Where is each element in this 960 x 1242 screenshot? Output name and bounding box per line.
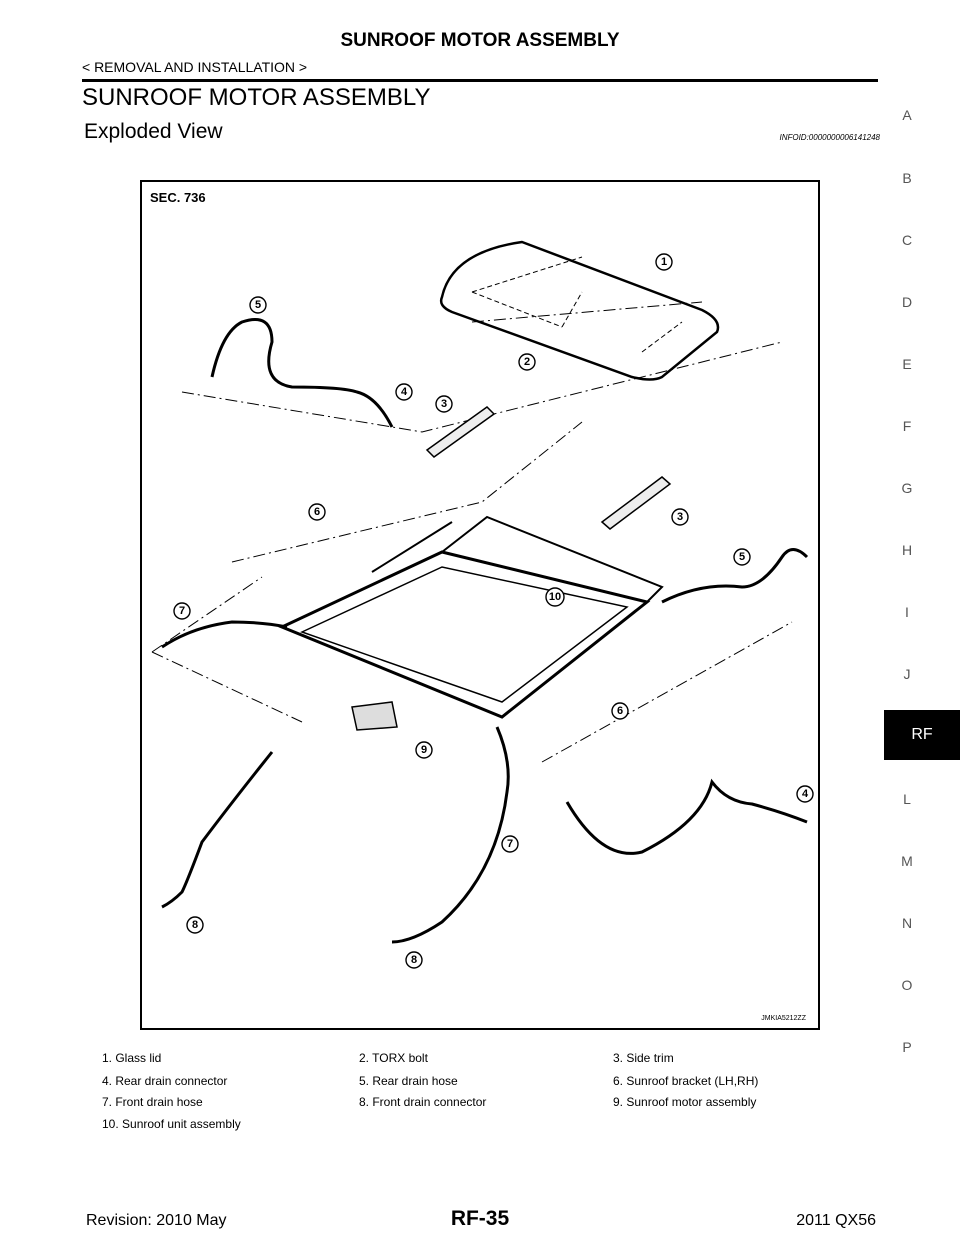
exploded-view-drawing: 1 2 3 3 4 4 5 5 6 6 7 7 8 8 9 10	[151, 240, 814, 969]
model-label: 2011 QX56	[796, 1212, 876, 1229]
side-index-j[interactable]: J	[903, 666, 911, 682]
callout-4a: 4	[395, 383, 413, 401]
side-index-p[interactable]: P	[902, 1039, 912, 1055]
svg-text:9: 9	[421, 744, 427, 756]
side-index-a[interactable]: A	[902, 107, 912, 123]
exploded-view-figure: SEC. 736	[140, 180, 820, 1030]
svg-text:7: 7	[507, 838, 513, 850]
side-index-f[interactable]: F	[902, 418, 912, 434]
side-index-m[interactable]: M	[901, 853, 913, 869]
glass-lid-drawing	[439, 240, 720, 381]
callout-5b: 5	[733, 548, 751, 566]
front-drain-hose-left-drawing	[161, 620, 288, 909]
front-drain-hose-right-drawing	[391, 726, 510, 944]
figure-code: JMKIA5212ZZ	[761, 1015, 806, 1022]
side-index-i[interactable]: I	[905, 604, 909, 620]
callout-6b: 6	[611, 702, 629, 720]
rear-drain-hose-right-lower-drawing	[565, 778, 808, 855]
alignment-lines	[151, 301, 793, 763]
callout-3b: 3	[671, 508, 689, 526]
svg-text:5: 5	[255, 299, 261, 311]
section-title: SUNROOF MOTOR ASSEMBLY	[82, 84, 431, 111]
rear-drain-hose-right-drawing	[661, 548, 809, 604]
svg-text:8: 8	[411, 954, 417, 966]
callout-5a: 5	[249, 296, 267, 314]
legend-item: 5. Rear drain hose	[359, 1074, 458, 1088]
page-number: RF-35	[450, 1207, 510, 1230]
callout-6a: 6	[308, 503, 326, 521]
callout-8a: 8	[186, 916, 204, 934]
legend-item: 10. Sunroof unit assembly	[102, 1117, 241, 1131]
side-index-d[interactable]: D	[901, 294, 913, 310]
legend-item: 2. TORX bolt	[359, 1051, 428, 1065]
callout-8b: 8	[405, 951, 423, 969]
svg-text:3: 3	[441, 398, 447, 410]
side-index-o[interactable]: O	[901, 977, 913, 993]
sunroof-unit-drawing	[278, 515, 664, 719]
page-title: SUNROOF MOTOR ASSEMBLY	[340, 30, 620, 51]
side-index-e[interactable]: E	[902, 356, 912, 372]
legend-item: 9. Sunroof motor assembly	[613, 1095, 757, 1109]
callout-4b: 4	[796, 785, 814, 803]
svg-text:6: 6	[617, 705, 623, 717]
svg-text:7: 7	[179, 605, 185, 617]
side-index-b[interactable]: B	[902, 170, 912, 186]
side-index-n[interactable]: N	[901, 915, 913, 931]
svg-text:5: 5	[739, 551, 745, 563]
revision-label: Revision: 2010 May	[86, 1212, 227, 1229]
callout-1: 1	[655, 253, 673, 271]
side-trim-left-drawing	[425, 406, 496, 458]
legend-item: 4. Rear drain connector	[102, 1074, 228, 1088]
side-index-h[interactable]: H	[901, 542, 913, 558]
callout-7a: 7	[173, 602, 191, 620]
side-index-rf-active[interactable]: RF	[884, 710, 960, 760]
info-id: INFOID:0000000006141248	[779, 133, 880, 142]
side-index-l[interactable]: L	[903, 791, 911, 807]
legend-item: 6. Sunroof bracket (LH,RH)	[613, 1074, 759, 1088]
svg-text:4: 4	[401, 386, 408, 398]
callout-10: 10	[545, 587, 565, 607]
svg-text:4: 4	[802, 788, 809, 800]
side-index-g[interactable]: G	[901, 480, 913, 496]
callout-2: 2	[518, 353, 536, 371]
legend-item: 7. Front drain hose	[102, 1095, 203, 1109]
legend-item: 8. Front drain connector	[359, 1095, 487, 1109]
svg-text:2: 2	[524, 356, 530, 368]
breadcrumb: < REMOVAL AND INSTALLATION >	[82, 59, 308, 75]
header-rule	[82, 79, 878, 82]
svg-text:3: 3	[677, 511, 683, 523]
section-number-label: SEC. 736	[150, 190, 206, 205]
svg-text:6: 6	[314, 506, 320, 518]
legend-item: 1. Glass lid	[102, 1051, 162, 1065]
subsection-title: Exploded View	[84, 120, 223, 143]
svg-text:1: 1	[661, 256, 667, 268]
sunroof-motor-drawing	[351, 701, 398, 731]
svg-text:10: 10	[549, 591, 561, 603]
callout-9: 9	[415, 741, 433, 759]
svg-text:8: 8	[192, 919, 198, 931]
side-index-c[interactable]: C	[901, 232, 913, 248]
callout-7b: 7	[501, 835, 519, 853]
callout-3a: 3	[435, 395, 453, 413]
side-trim-right-drawing	[600, 476, 672, 530]
rear-drain-hose-left-drawing	[210, 318, 394, 428]
legend-item: 3. Side trim	[613, 1051, 674, 1065]
